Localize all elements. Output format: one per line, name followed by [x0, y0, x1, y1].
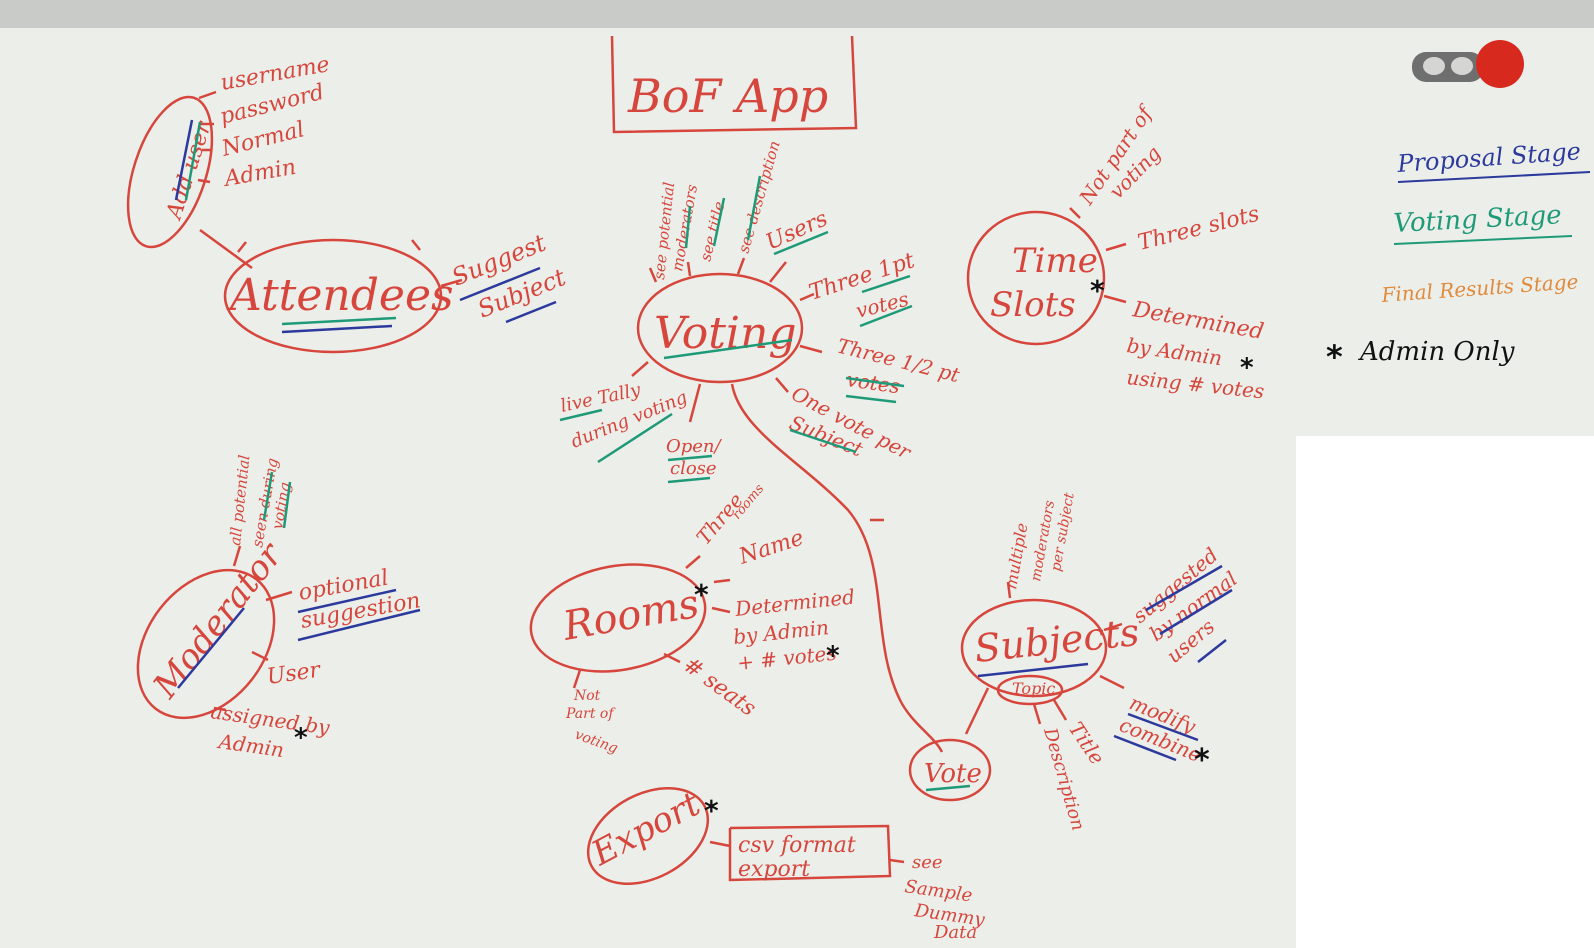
attendees-label: Attendees	[226, 270, 454, 321]
rooms-not-part-2: Part of	[565, 706, 616, 722]
rooms-cluster-lines	[529, 555, 731, 689]
export-note-1: see	[912, 852, 943, 873]
time-slots-determined-admin: *	[1240, 353, 1254, 383]
board-blank-corner	[1296, 436, 1594, 948]
voting-cluster-lines	[631, 257, 944, 753]
legend-admin: Admin Only	[1358, 337, 1515, 367]
rooms-not-part-1: Not	[573, 688, 601, 704]
board-frame	[0, 0, 1594, 30]
export-note-4: Data	[933, 922, 977, 943]
export-admin-marker: *	[704, 794, 719, 827]
magnets	[1412, 40, 1524, 88]
moderator-cluster-lines	[136, 545, 293, 720]
voting-label: Voting	[654, 308, 796, 359]
legend-admin-marker: *	[1326, 338, 1343, 376]
title-box: BoF App	[610, 35, 858, 134]
topic-label: Topic	[1012, 679, 1055, 698]
magnet-red	[1476, 40, 1524, 88]
vote-label: Vote	[924, 759, 982, 789]
export-box-line-1: csv format	[738, 833, 856, 858]
rooms-determined-admin: *	[826, 641, 840, 671]
time-slots-label-1: Time	[1012, 241, 1098, 281]
subjects-modify-admin: *	[1194, 743, 1210, 778]
rooms-admin-marker: *	[694, 578, 709, 611]
export-box-line-2: export	[738, 857, 810, 882]
time-slots-admin-marker: *	[1090, 274, 1105, 307]
time-slots-label-2: Slots	[990, 285, 1076, 325]
voting-open-close-1: Open/	[666, 436, 723, 457]
attendees-cluster	[126, 90, 463, 354]
voting-open-close-2: close	[670, 458, 717, 479]
time-slots-cluster-lines	[966, 207, 1127, 346]
moderator-admin-marker: *	[294, 723, 308, 753]
page-title: BoF App	[627, 69, 828, 123]
export-cluster-lines	[586, 787, 905, 885]
subjects-cluster-lines	[908, 581, 1125, 802]
